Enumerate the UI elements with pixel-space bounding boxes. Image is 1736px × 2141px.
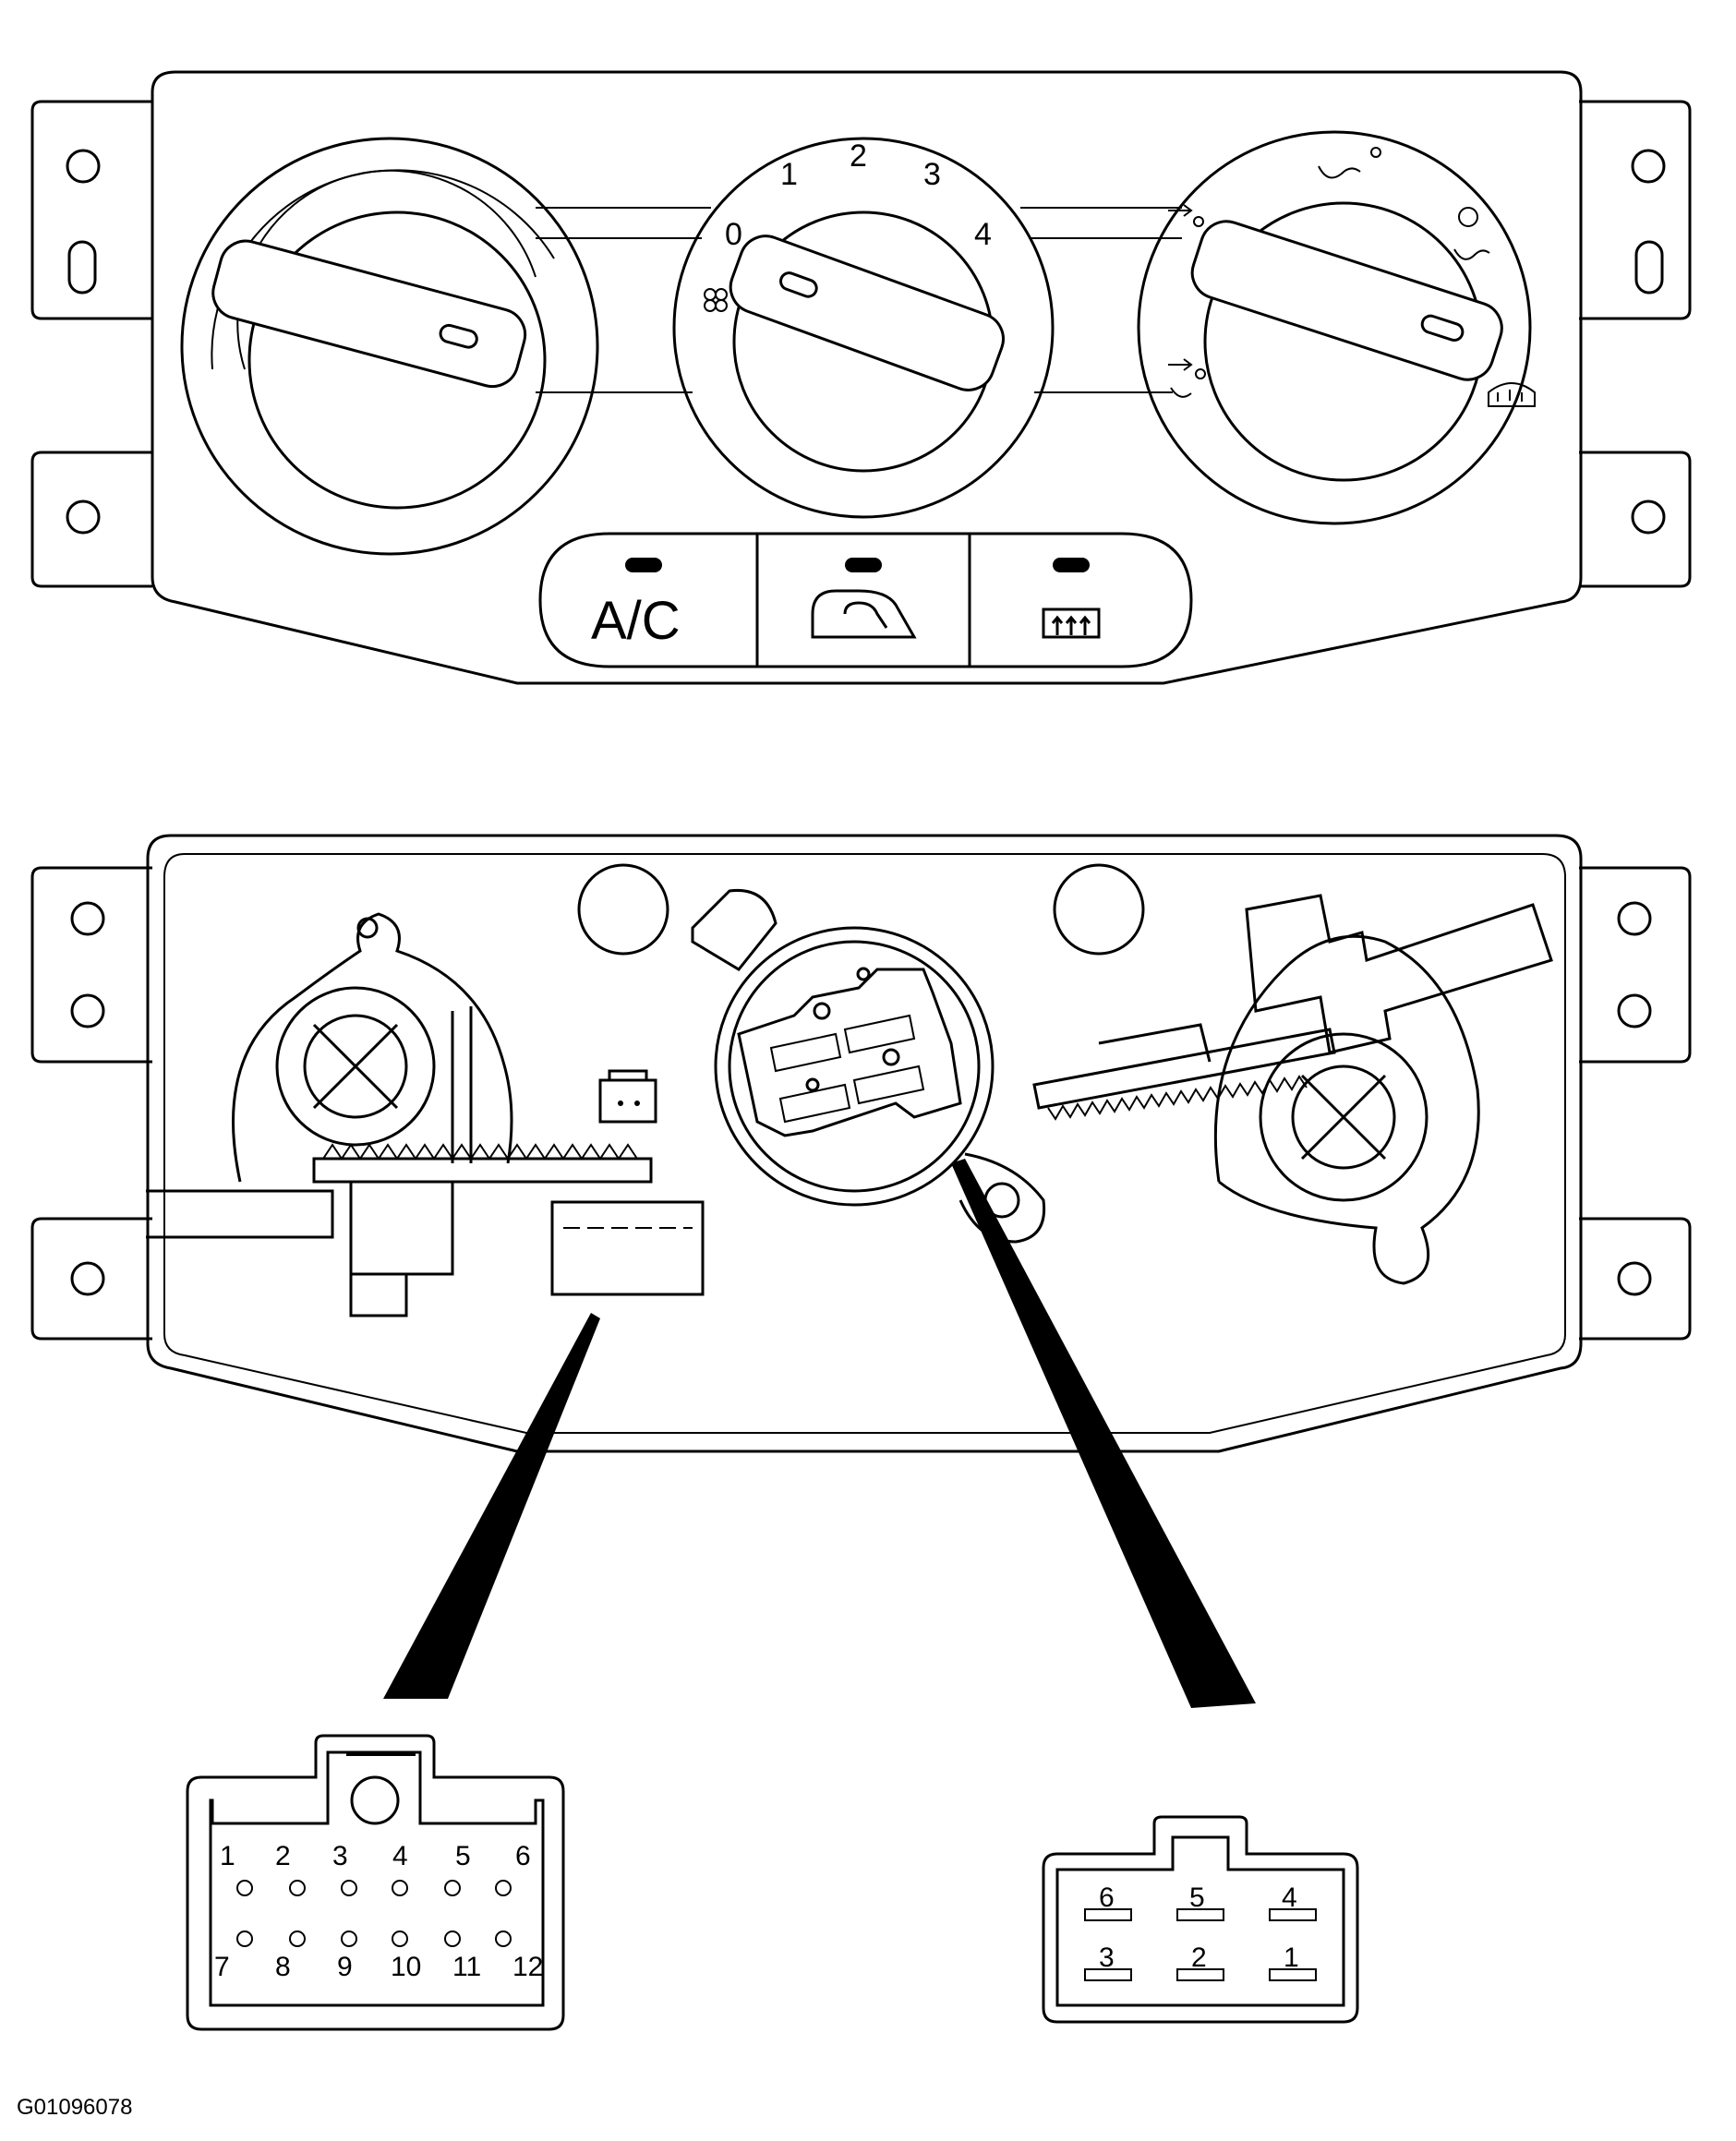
pin-label-6pin-6: 6: [1099, 1882, 1115, 1913]
terminal-slots: [1084, 1908, 1317, 1981]
fan-speed-label-0: 0: [725, 217, 742, 252]
pin-label-6pin-5: 5: [1189, 1882, 1205, 1913]
pin-label-6pin-1: 1: [1284, 1943, 1299, 1973]
pin-label-5: 5: [455, 1841, 471, 1871]
pin-label-11: 11: [452, 1952, 481, 1982]
connector-6pin-top-row: 6 5 4: [1099, 1882, 1297, 1913]
pin-label-10: 10: [391, 1952, 421, 1982]
pin-label-3: 3: [332, 1841, 348, 1871]
air-mode-dial[interactable]: [1137, 130, 1536, 525]
pin-label-6pin-4: 4: [1282, 1882, 1297, 1913]
leader-to-6pin: [951, 1159, 1256, 1708]
face-vent-icon: [1168, 204, 1204, 227]
floor-defrost-icon: [1453, 207, 1490, 260]
recirculation-icon: [811, 589, 917, 639]
button-strip: [538, 532, 1193, 668]
pin-label-4: 4: [392, 1841, 408, 1871]
hvac-front-panel: 0 1 2 3 4: [30, 70, 1692, 685]
leader-to-12pin: [383, 1313, 600, 1699]
fan-speed-label-4: 4: [974, 217, 992, 252]
blower-switch-housing: [714, 926, 1046, 1244]
pin-label-7: 7: [214, 1952, 230, 1982]
fan-icon: [704, 288, 728, 312]
connector-6pin-bottom-row: 3 2 1: [1099, 1943, 1299, 1973]
pin-label-2: 2: [275, 1841, 291, 1871]
connector-12pin-top-row: 1 2 3 4 5 6: [220, 1841, 531, 1871]
rear-defrost-button[interactable]: [1042, 558, 1101, 639]
hvac-rear-panel: [30, 834, 1692, 1708]
fan-speed-dial[interactable]: 0 1 2 3 4: [672, 137, 1055, 519]
fan-speed-label-1: 1: [780, 157, 798, 192]
pin-label-1: 1: [220, 1841, 235, 1871]
ac-button[interactable]: A/C: [591, 558, 681, 651]
12-pin-socket: [550, 1200, 705, 1296]
fan-speed-label-2: 2: [850, 138, 867, 174]
pin-label-6: 6: [515, 1841, 531, 1871]
defrost-icon: [1488, 382, 1536, 407]
bilevel-vent-icon: [1168, 358, 1206, 398]
pin-label-8: 8: [275, 1952, 291, 1982]
figure-code: G01096078: [17, 2095, 132, 2120]
rear-defrost-icon: [1042, 607, 1101, 639]
pin-label-12: 12: [512, 1952, 543, 1982]
connector-12pin: 1 2 3 4 5 6 7 8 9 10 11 12: [186, 1734, 565, 2031]
pin-holes: [236, 1880, 512, 1947]
ac-button-label: A/C: [591, 591, 681, 651]
fan-speed-label-3: 3: [923, 157, 941, 192]
mode-actuator-gears: [1032, 894, 1553, 1285]
pin-label-6pin-2: 2: [1191, 1943, 1207, 1973]
connector-12pin-bottom-row: 7 8 9 10 11 12: [214, 1952, 543, 1982]
bulb-socket: [598, 1069, 657, 1124]
recirculation-button[interactable]: [811, 558, 917, 639]
floor-vent-icon: [1318, 147, 1381, 179]
pin-label-9: 9: [337, 1952, 353, 1982]
temperature-dial[interactable]: [180, 137, 599, 556]
connector-6pin: 6 5 4 3 2 1: [1042, 1815, 1359, 2024]
temperature-actuator-gears: [146, 912, 653, 1317]
pin-label-6pin-3: 3: [1099, 1943, 1115, 1973]
